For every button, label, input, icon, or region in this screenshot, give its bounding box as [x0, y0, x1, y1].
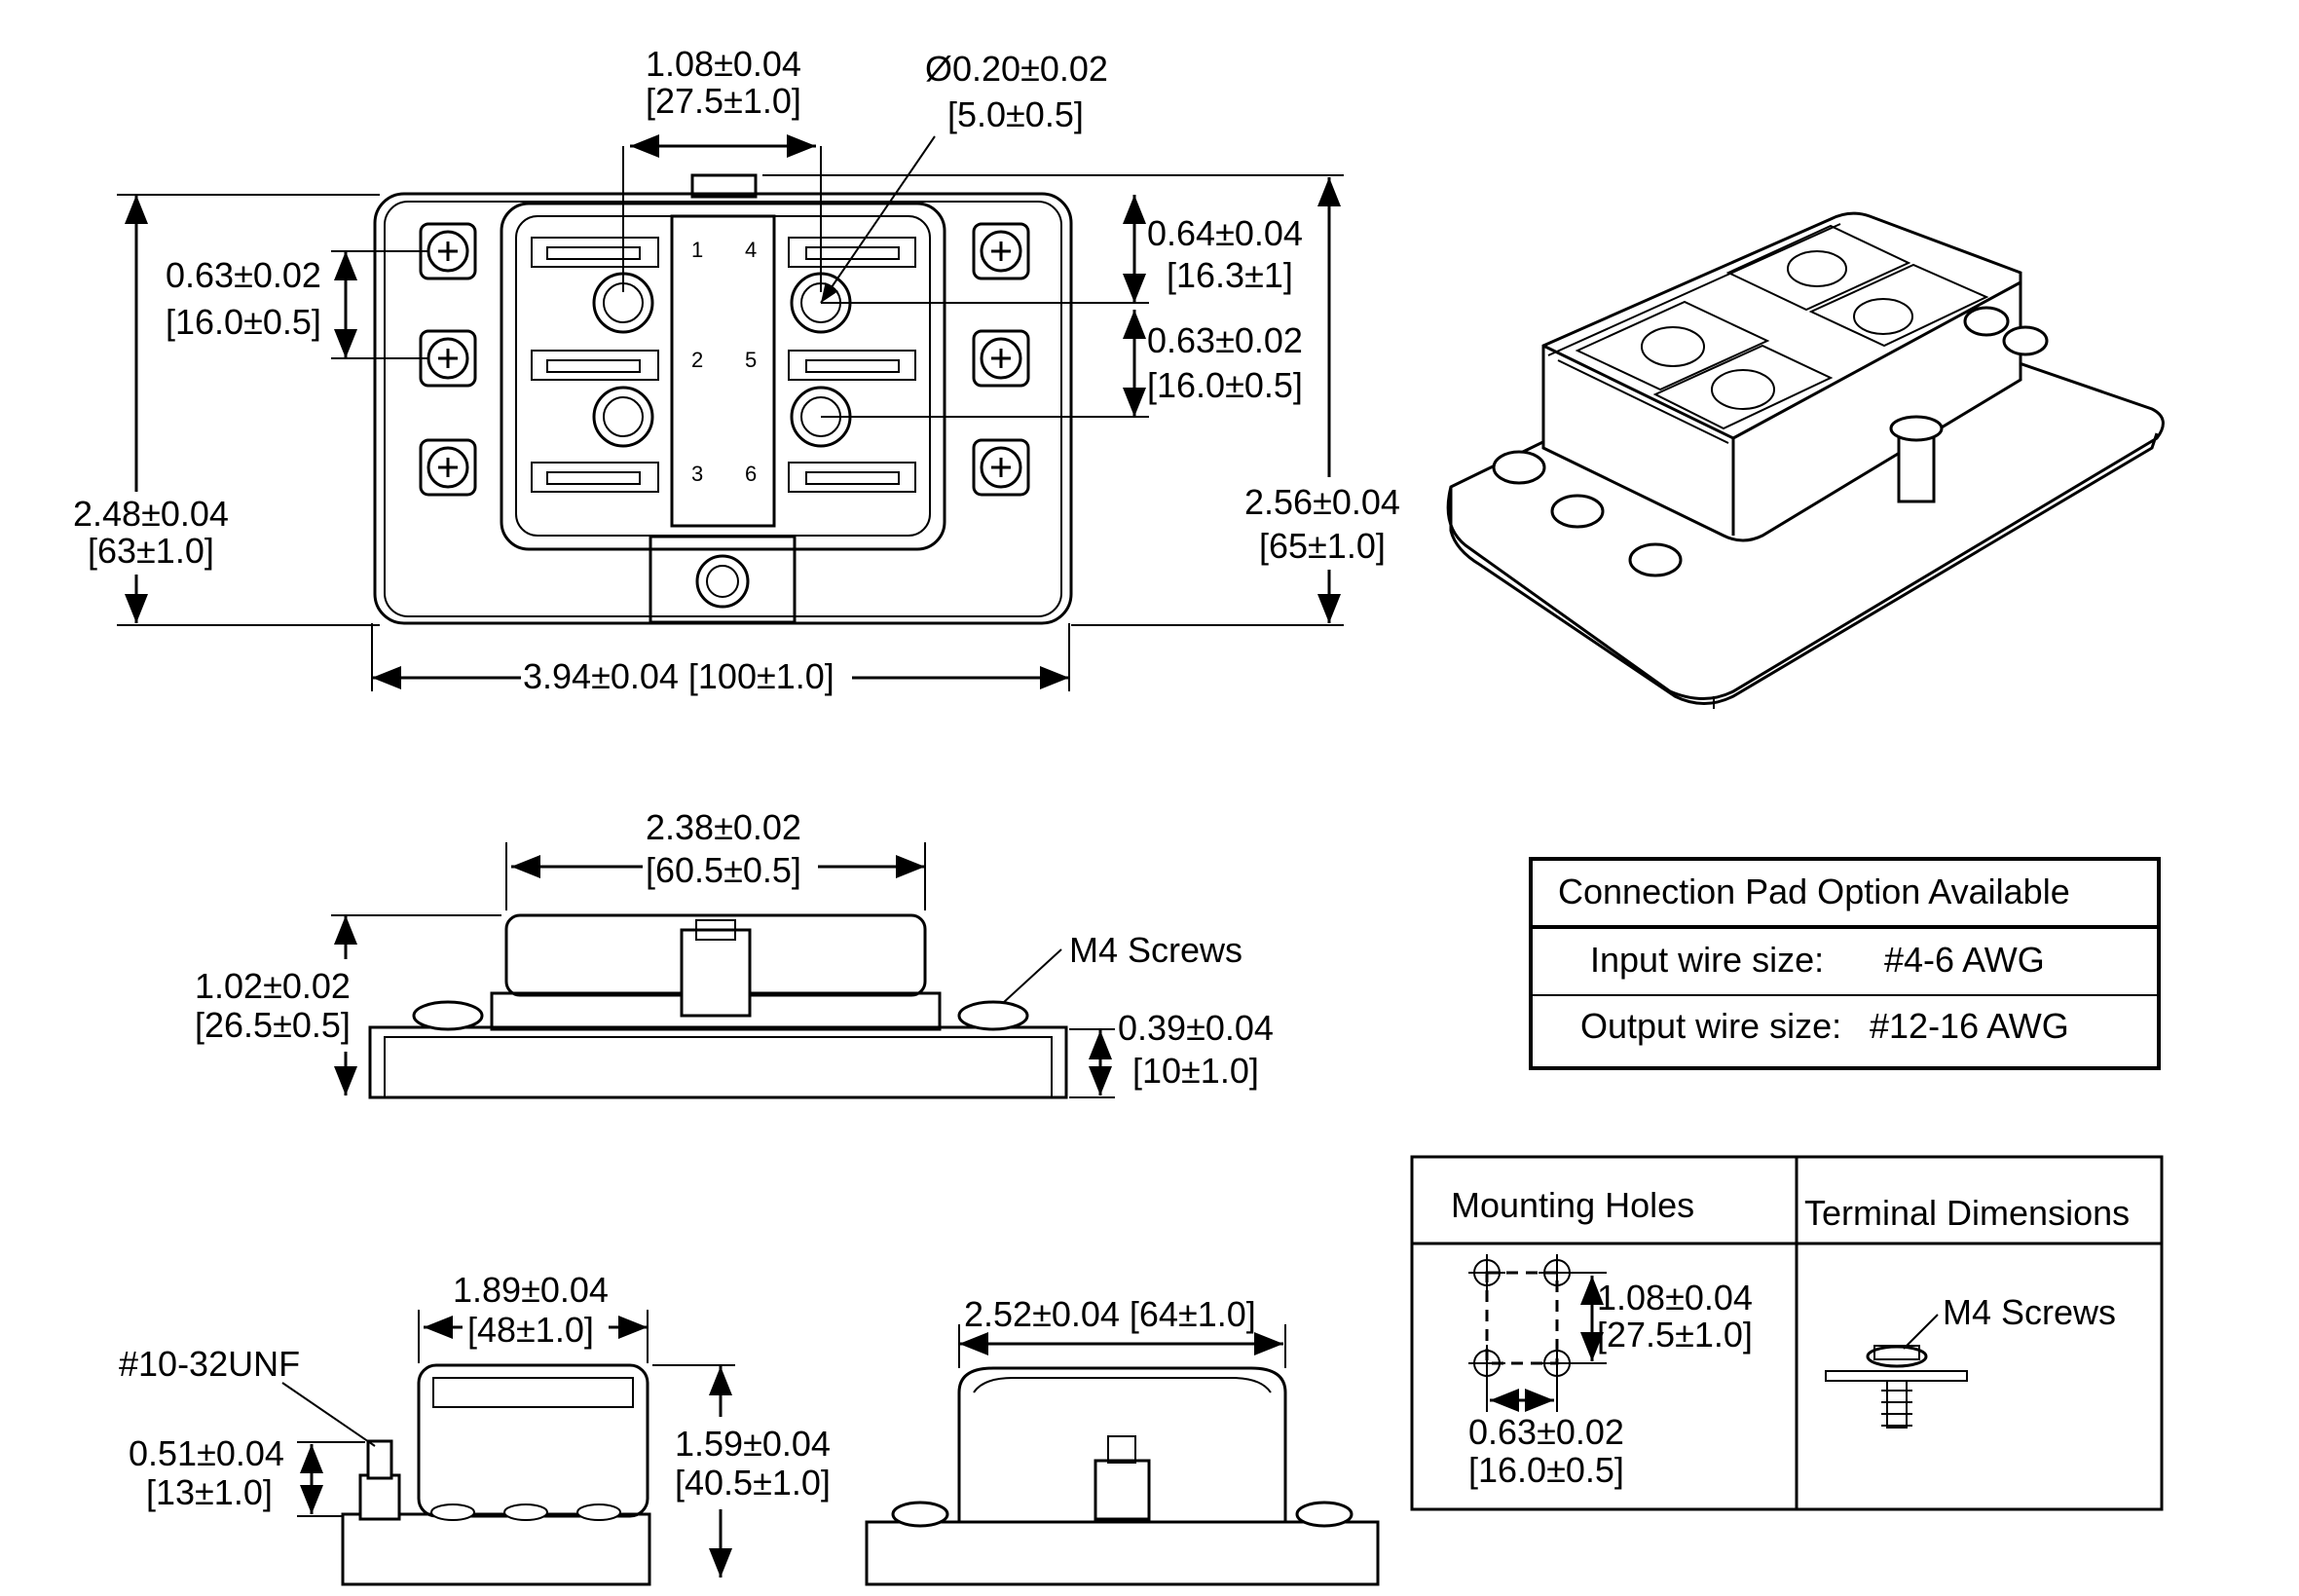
dim-end-height-mm: [40.5±1.0] — [675, 1463, 831, 1503]
dim-total-height: 2.56±0.04 — [1244, 482, 1400, 522]
dim-hole-spacing-mm: [27.5±1.0] — [646, 81, 801, 121]
dim-stud-height: 0.51±0.04 — [129, 1433, 284, 1473]
input-stud-housing — [649, 535, 797, 624]
slot-label: 2 — [691, 348, 703, 372]
end-base — [341, 1512, 651, 1586]
dim-base-height-mm: [10±1.0] — [1132, 1051, 1259, 1091]
dim-body-height: 2.48±0.04 — [73, 494, 229, 534]
dim-hole-diameter-mm: [5.0±0.5] — [947, 94, 1084, 134]
dim-stud-height-mm: [13±1.0] — [146, 1472, 273, 1512]
dim-overall-width: 3.94±0.04 [100±1.0] — [523, 656, 834, 696]
terminal-dimensions-header: Terminal Dimensions — [1804, 1193, 2130, 1233]
side-view: 2.38±0.02 [60.5±0.5] 1.02±0.02 [26.5±0.5… — [190, 807, 1274, 1099]
label-terminal-m4: M4 Screws — [1943, 1292, 2116, 1332]
dim-cover-width-mm: [60.5±0.5] — [646, 850, 801, 890]
dim-hole-diameter: Ø0.20±0.02 — [925, 49, 1108, 89]
terminal-screw-icon — [419, 329, 477, 388]
terminal-screw-icon — [419, 222, 477, 280]
front-stud — [1094, 1459, 1151, 1521]
dim-left-pitch-mm: [16.0±0.5] — [166, 302, 321, 342]
dim-total-height-mm: [65±1.0] — [1259, 526, 1386, 566]
dim-left-pitch: 0.63±0.02 — [166, 255, 321, 295]
dim-front-width: 2.52±0.04 [64±1.0] — [964, 1294, 1256, 1334]
dim-end-width: 1.89±0.04 — [453, 1270, 609, 1310]
dim-hole-offset-mm: [16.3±1] — [1167, 255, 1293, 295]
mounting-hole-icon — [1467, 1253, 1506, 1292]
terminal-screw-icon — [972, 222, 1030, 280]
m4-screw-icon — [412, 1000, 484, 1031]
dim-mount-vertical-mm: [27.5±1.0] — [1597, 1315, 1753, 1355]
mounting-terminal-table: Mounting Holes Terminal Dimensions 1.08±… — [1410, 1155, 2164, 1511]
iso-housing — [1541, 211, 2022, 542]
slot-label: 4 — [745, 238, 757, 262]
dim-side-height: 1.02±0.02 — [195, 966, 351, 1006]
stud-nut — [358, 1473, 401, 1521]
dim-body-height-mm: [63±1.0] — [88, 531, 214, 571]
m4-screw-icon — [957, 1000, 1029, 1031]
end-cover — [417, 1363, 649, 1518]
front-base — [865, 1520, 1380, 1586]
slot-label: 6 — [745, 462, 757, 486]
input-stud-icon — [695, 554, 750, 609]
dim-hole-offset: 0.64±0.04 — [1147, 213, 1303, 253]
input-wire-value: #4-6 AWG — [1884, 940, 2045, 980]
dim-end-width-mm: [48±1.0] — [467, 1310, 594, 1350]
dim-mount-horizontal-mm: [16.0±0.5] — [1468, 1450, 1624, 1490]
input-wire-label: Input wire size: — [1590, 940, 1824, 980]
dim-hole-spacing: 1.08±0.04 — [646, 44, 801, 84]
dim-end-height: 1.59±0.04 — [675, 1424, 831, 1464]
terminal-screw-icon — [419, 438, 477, 497]
connection-table-title: Connection Pad Option Available — [1558, 872, 2070, 911]
label-m4-screws: M4 Screws — [1069, 930, 1242, 970]
slot-label: 1 — [691, 238, 703, 262]
fuse-holder — [500, 202, 946, 551]
output-wire-value: #12-16 AWG — [1870, 1006, 2069, 1046]
slot-label: 5 — [745, 348, 757, 372]
stud-thread — [366, 1439, 393, 1480]
front-view: 2.52±0.04 [64±1.0] — [865, 1294, 1380, 1586]
isometric-view — [1446, 211, 2165, 709]
iso-terminal-screws — [1492, 306, 2049, 577]
mounting-hole-icon — [1467, 1344, 1506, 1383]
center-bar — [670, 214, 776, 528]
output-wire-label: Output wire size: — [1580, 1006, 1841, 1046]
top-tab — [690, 173, 758, 199]
slot-label: 3 — [691, 462, 703, 486]
front-screw-icon — [891, 1501, 949, 1528]
terminal-screw-icon — [972, 329, 1030, 388]
dim-cover-width: 2.38±0.02 — [646, 807, 801, 847]
connection-pad-table: Connection Pad Option Available Input wi… — [1529, 857, 2161, 1070]
end-view: #10-32UNF 1.89±0.04 [48±1.0] 1.59±0.04 [… — [119, 1270, 852, 1586]
base-outline — [373, 192, 1073, 625]
top-view: 1 2 3 4 5 6 1.08±0.04 [27.5±1.0] Ø0.20±0… — [68, 44, 1412, 696]
dim-mount-vertical: 1.08±0.04 — [1597, 1278, 1753, 1318]
dim-side-height-mm: [26.5±0.5] — [195, 1005, 351, 1045]
terminal-screw-icon — [972, 438, 1030, 497]
label-stud: #10-32UNF — [119, 1344, 300, 1384]
front-cover — [957, 1366, 1287, 1522]
dim-mount-horizontal: 0.63±0.02 — [1468, 1412, 1624, 1452]
dim-base-height: 0.39±0.04 — [1118, 1008, 1274, 1048]
front-screw-icon — [1295, 1501, 1353, 1528]
terminal-screw-icon — [1825, 1345, 1968, 1429]
mounting-holes-header: Mounting Holes — [1451, 1185, 1694, 1225]
dim-right-pitch-mm: [16.0±0.5] — [1147, 365, 1303, 405]
dim-right-pitch: 0.63±0.02 — [1147, 320, 1303, 360]
